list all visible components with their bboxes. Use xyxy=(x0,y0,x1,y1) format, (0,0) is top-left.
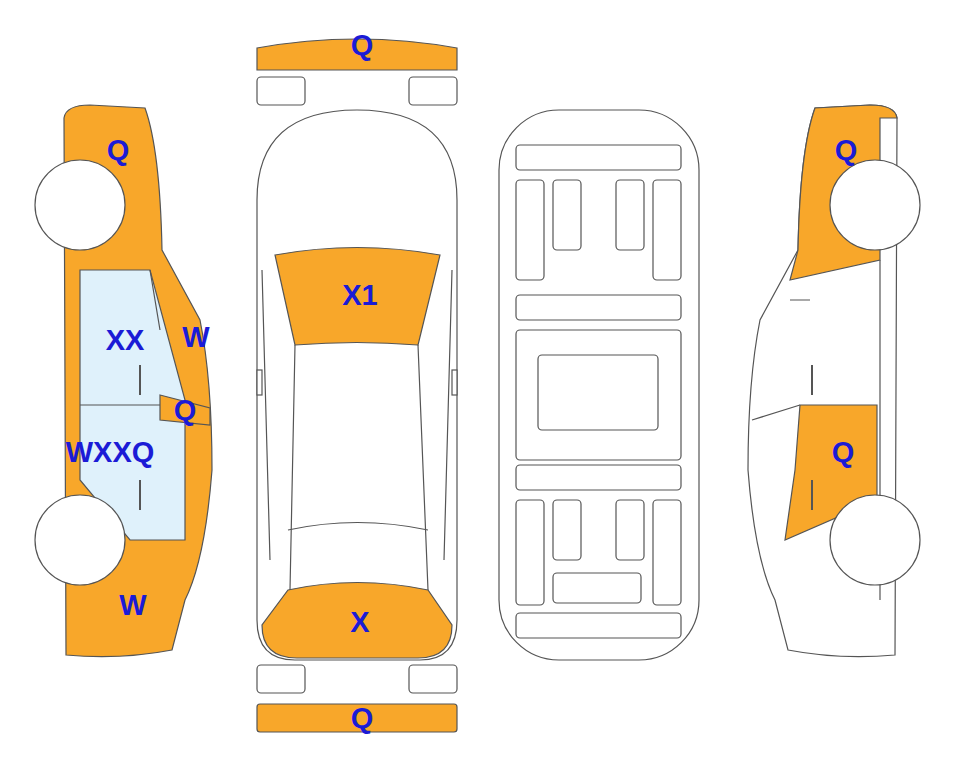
damage-code: X1 xyxy=(342,281,377,310)
left-door-line xyxy=(80,270,185,405)
underbody xyxy=(499,110,699,660)
wheel xyxy=(35,160,125,250)
left-mirror xyxy=(160,395,210,425)
taillight xyxy=(257,665,305,693)
damage-code: Q xyxy=(107,136,130,165)
wheel xyxy=(830,160,920,250)
damage-code: Q xyxy=(832,438,855,467)
damage-code: WXXQ xyxy=(66,438,155,467)
rear-bumper xyxy=(257,704,457,732)
damage-code: W xyxy=(182,323,209,352)
headlight xyxy=(409,77,457,105)
damage-code: Q xyxy=(174,396,197,425)
damage-code: Q xyxy=(351,704,374,733)
damage-code: XX xyxy=(106,326,145,355)
mirror xyxy=(257,370,262,395)
damage-code: W xyxy=(119,591,146,620)
mirror xyxy=(452,370,457,395)
wheel xyxy=(35,495,125,585)
windshield xyxy=(275,248,440,346)
damage-code: Q xyxy=(835,136,858,165)
underbody-parts xyxy=(516,145,681,638)
top-view-body xyxy=(257,110,457,660)
door-handle xyxy=(811,365,813,510)
roof-line xyxy=(288,523,428,531)
rear-window xyxy=(262,583,452,659)
taillight xyxy=(409,665,457,693)
roof-line xyxy=(290,345,428,590)
damage-code: X xyxy=(350,608,369,637)
damage-code: Q xyxy=(351,31,374,60)
wheel xyxy=(830,495,920,585)
headlight xyxy=(257,77,305,105)
door-line xyxy=(262,270,452,560)
